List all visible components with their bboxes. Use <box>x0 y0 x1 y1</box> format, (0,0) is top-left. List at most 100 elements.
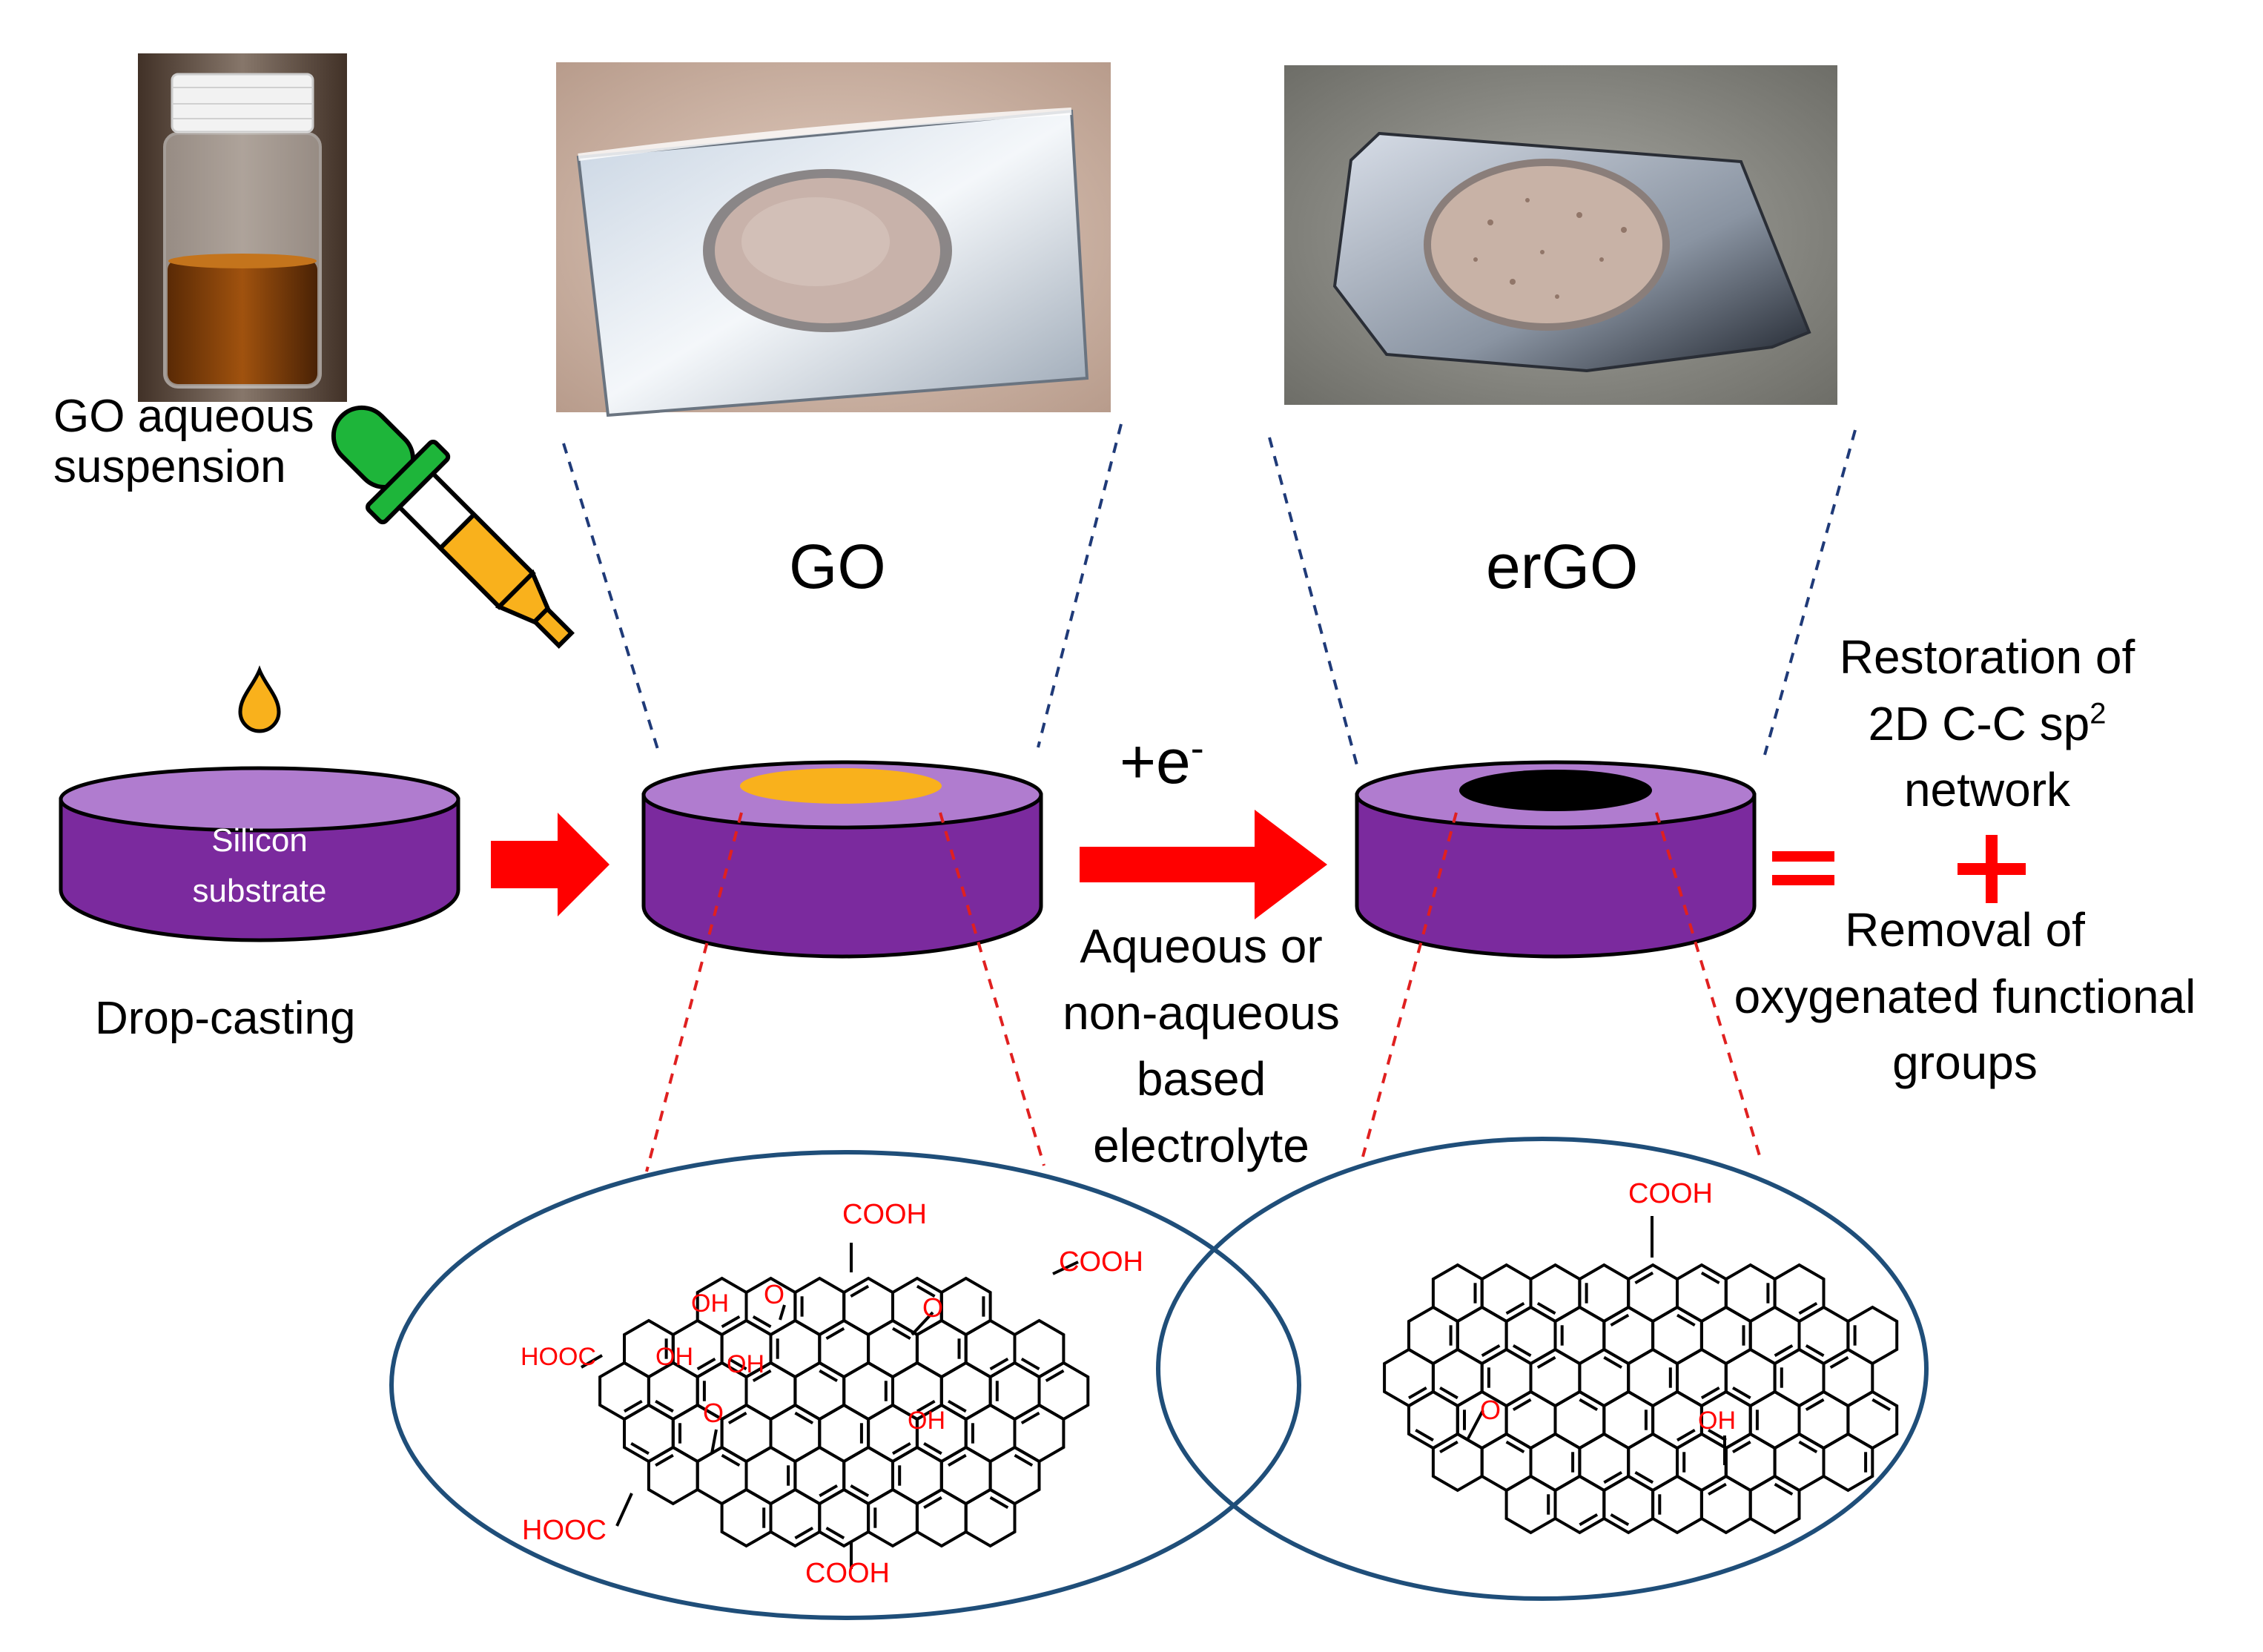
go-disc <box>641 760 1043 959</box>
go-cooh-top: COOH <box>842 1199 927 1230</box>
removal-line-1: Removal of <box>1845 903 2085 956</box>
go-cooh-right: COOH <box>1059 1246 1143 1278</box>
double-bond <box>947 1399 967 1413</box>
electrolyte-line-3: based <box>1136 1052 1266 1106</box>
removal-line-3: groups <box>1892 1036 2038 1090</box>
double-bond <box>1700 1271 1720 1285</box>
ergo-group-bonds <box>1467 1216 1726 1465</box>
double-bond <box>1505 1440 1525 1454</box>
ergo-disc <box>1355 760 1757 959</box>
go-group-bonds <box>581 1243 1079 1569</box>
double-bond <box>1020 1411 1040 1425</box>
dropper-icon <box>331 405 575 649</box>
double-bond <box>1505 1301 1525 1315</box>
ergo-graphene-lattice <box>1383 1263 1899 1535</box>
double-bond <box>1415 1428 1434 1442</box>
removal-label: Removal of oxygenated functional groups <box>1683 897 2247 1097</box>
restoration-line-2: 2D C-C sp2 <box>1765 691 2210 758</box>
double-bond <box>794 1411 814 1425</box>
double-bond <box>1579 1398 1599 1412</box>
ergo-cooh-top: COOH <box>1628 1178 1713 1209</box>
go-oh-1: OH <box>691 1289 729 1318</box>
double-bond <box>989 1496 1009 1510</box>
double-bond <box>1871 1398 1892 1412</box>
double-bond <box>1407 1386 1427 1400</box>
double-bond <box>989 1357 1009 1371</box>
double-bond <box>1731 1440 1751 1454</box>
restoration-label: Restoration of 2D C-C sp2 network <box>1765 624 2210 824</box>
double-bond <box>1798 1301 1818 1315</box>
electrolyte-line-2: non-aqueous <box>1063 985 1340 1040</box>
hexagon-ring <box>964 1487 1017 1548</box>
electrolyte-line-4: electrolyte <box>1093 1118 1309 1172</box>
double-bond <box>655 1399 674 1413</box>
restoration-line-2-sup: 2 <box>2089 697 2107 730</box>
suspension-line-2: suspension <box>53 441 286 493</box>
double-bond <box>1700 1386 1720 1400</box>
double-bond <box>1731 1386 1751 1400</box>
go-oh-3: OH <box>727 1350 764 1378</box>
go-label: GO <box>789 532 886 601</box>
drop-icon <box>238 665 281 733</box>
double-bond <box>1045 1369 1065 1383</box>
double-bond <box>655 1453 674 1467</box>
double-bond <box>1805 1398 1825 1412</box>
double-bond <box>1774 1482 1794 1496</box>
removal-line-2: oxygenated functional <box>1734 969 2196 1023</box>
go-oh-4: OH <box>908 1407 945 1435</box>
double-bond <box>825 1326 845 1341</box>
restoration-line-3: network <box>1903 763 2071 817</box>
double-bond <box>721 1453 741 1467</box>
double-bond <box>850 1284 870 1298</box>
double-bond <box>1439 1386 1458 1400</box>
double-bond <box>1603 1470 1623 1484</box>
substrate-line-1: Silicon <box>211 822 308 859</box>
substrate-label: Silicon substrate <box>148 816 371 916</box>
double-bond <box>1020 1357 1040 1371</box>
double-bond <box>1610 1313 1630 1327</box>
double-bond <box>1708 1428 1727 1442</box>
double-bond <box>623 1399 643 1413</box>
double-bond <box>752 1315 772 1329</box>
double-bond <box>1481 1344 1501 1358</box>
double-bond <box>752 1369 772 1383</box>
double-bond <box>1536 1355 1556 1369</box>
restoration-line-1: Restoration of <box>1839 630 2135 684</box>
double-bond <box>819 1369 839 1383</box>
double-bond <box>1512 1398 1532 1412</box>
go-cooh-bottom: COOH <box>805 1558 890 1589</box>
double-bond <box>819 1484 839 1498</box>
double-bond <box>1634 1271 1654 1285</box>
double-bond <box>727 1357 747 1371</box>
double-bond <box>916 1399 936 1413</box>
double-bond <box>825 1526 845 1540</box>
electrolyte-label: Aqueous or non-aqueous based electrolyte <box>1016 913 1387 1179</box>
go-structure-ellipse <box>389 1150 1301 1620</box>
go-film-photo <box>556 62 1111 417</box>
double-bond <box>1439 1440 1458 1454</box>
substrate-line-2: substrate <box>192 873 327 910</box>
go-hooc-left: HOOC <box>521 1343 596 1371</box>
ergo-oh-1: OH <box>1698 1407 1736 1435</box>
double-bond <box>891 1441 911 1456</box>
silicon-substrate-disc <box>59 766 460 942</box>
electron-base: +e <box>1120 727 1191 796</box>
go-o-3: O <box>703 1398 724 1428</box>
suspension-line-1: GO aqueous <box>53 391 314 442</box>
double-bond <box>891 1326 911 1341</box>
vial-photo <box>138 53 347 402</box>
double-bond <box>727 1411 747 1425</box>
hexagon-ring <box>1748 1474 1801 1535</box>
double-bond <box>850 1484 870 1498</box>
double-bond <box>916 1284 936 1298</box>
blue-dashed-connectors <box>562 423 1857 766</box>
ergo-structure-ellipse <box>1156 1137 1929 1601</box>
double-bond <box>1676 1313 1696 1327</box>
restoration-line-2-base: 2D C-C sp <box>1868 696 2090 750</box>
double-bond <box>1014 1453 1034 1467</box>
double-bond <box>923 1441 942 1456</box>
go-hooc-bottom-left: HOOC <box>522 1515 607 1546</box>
plus-sign <box>1958 835 2026 903</box>
